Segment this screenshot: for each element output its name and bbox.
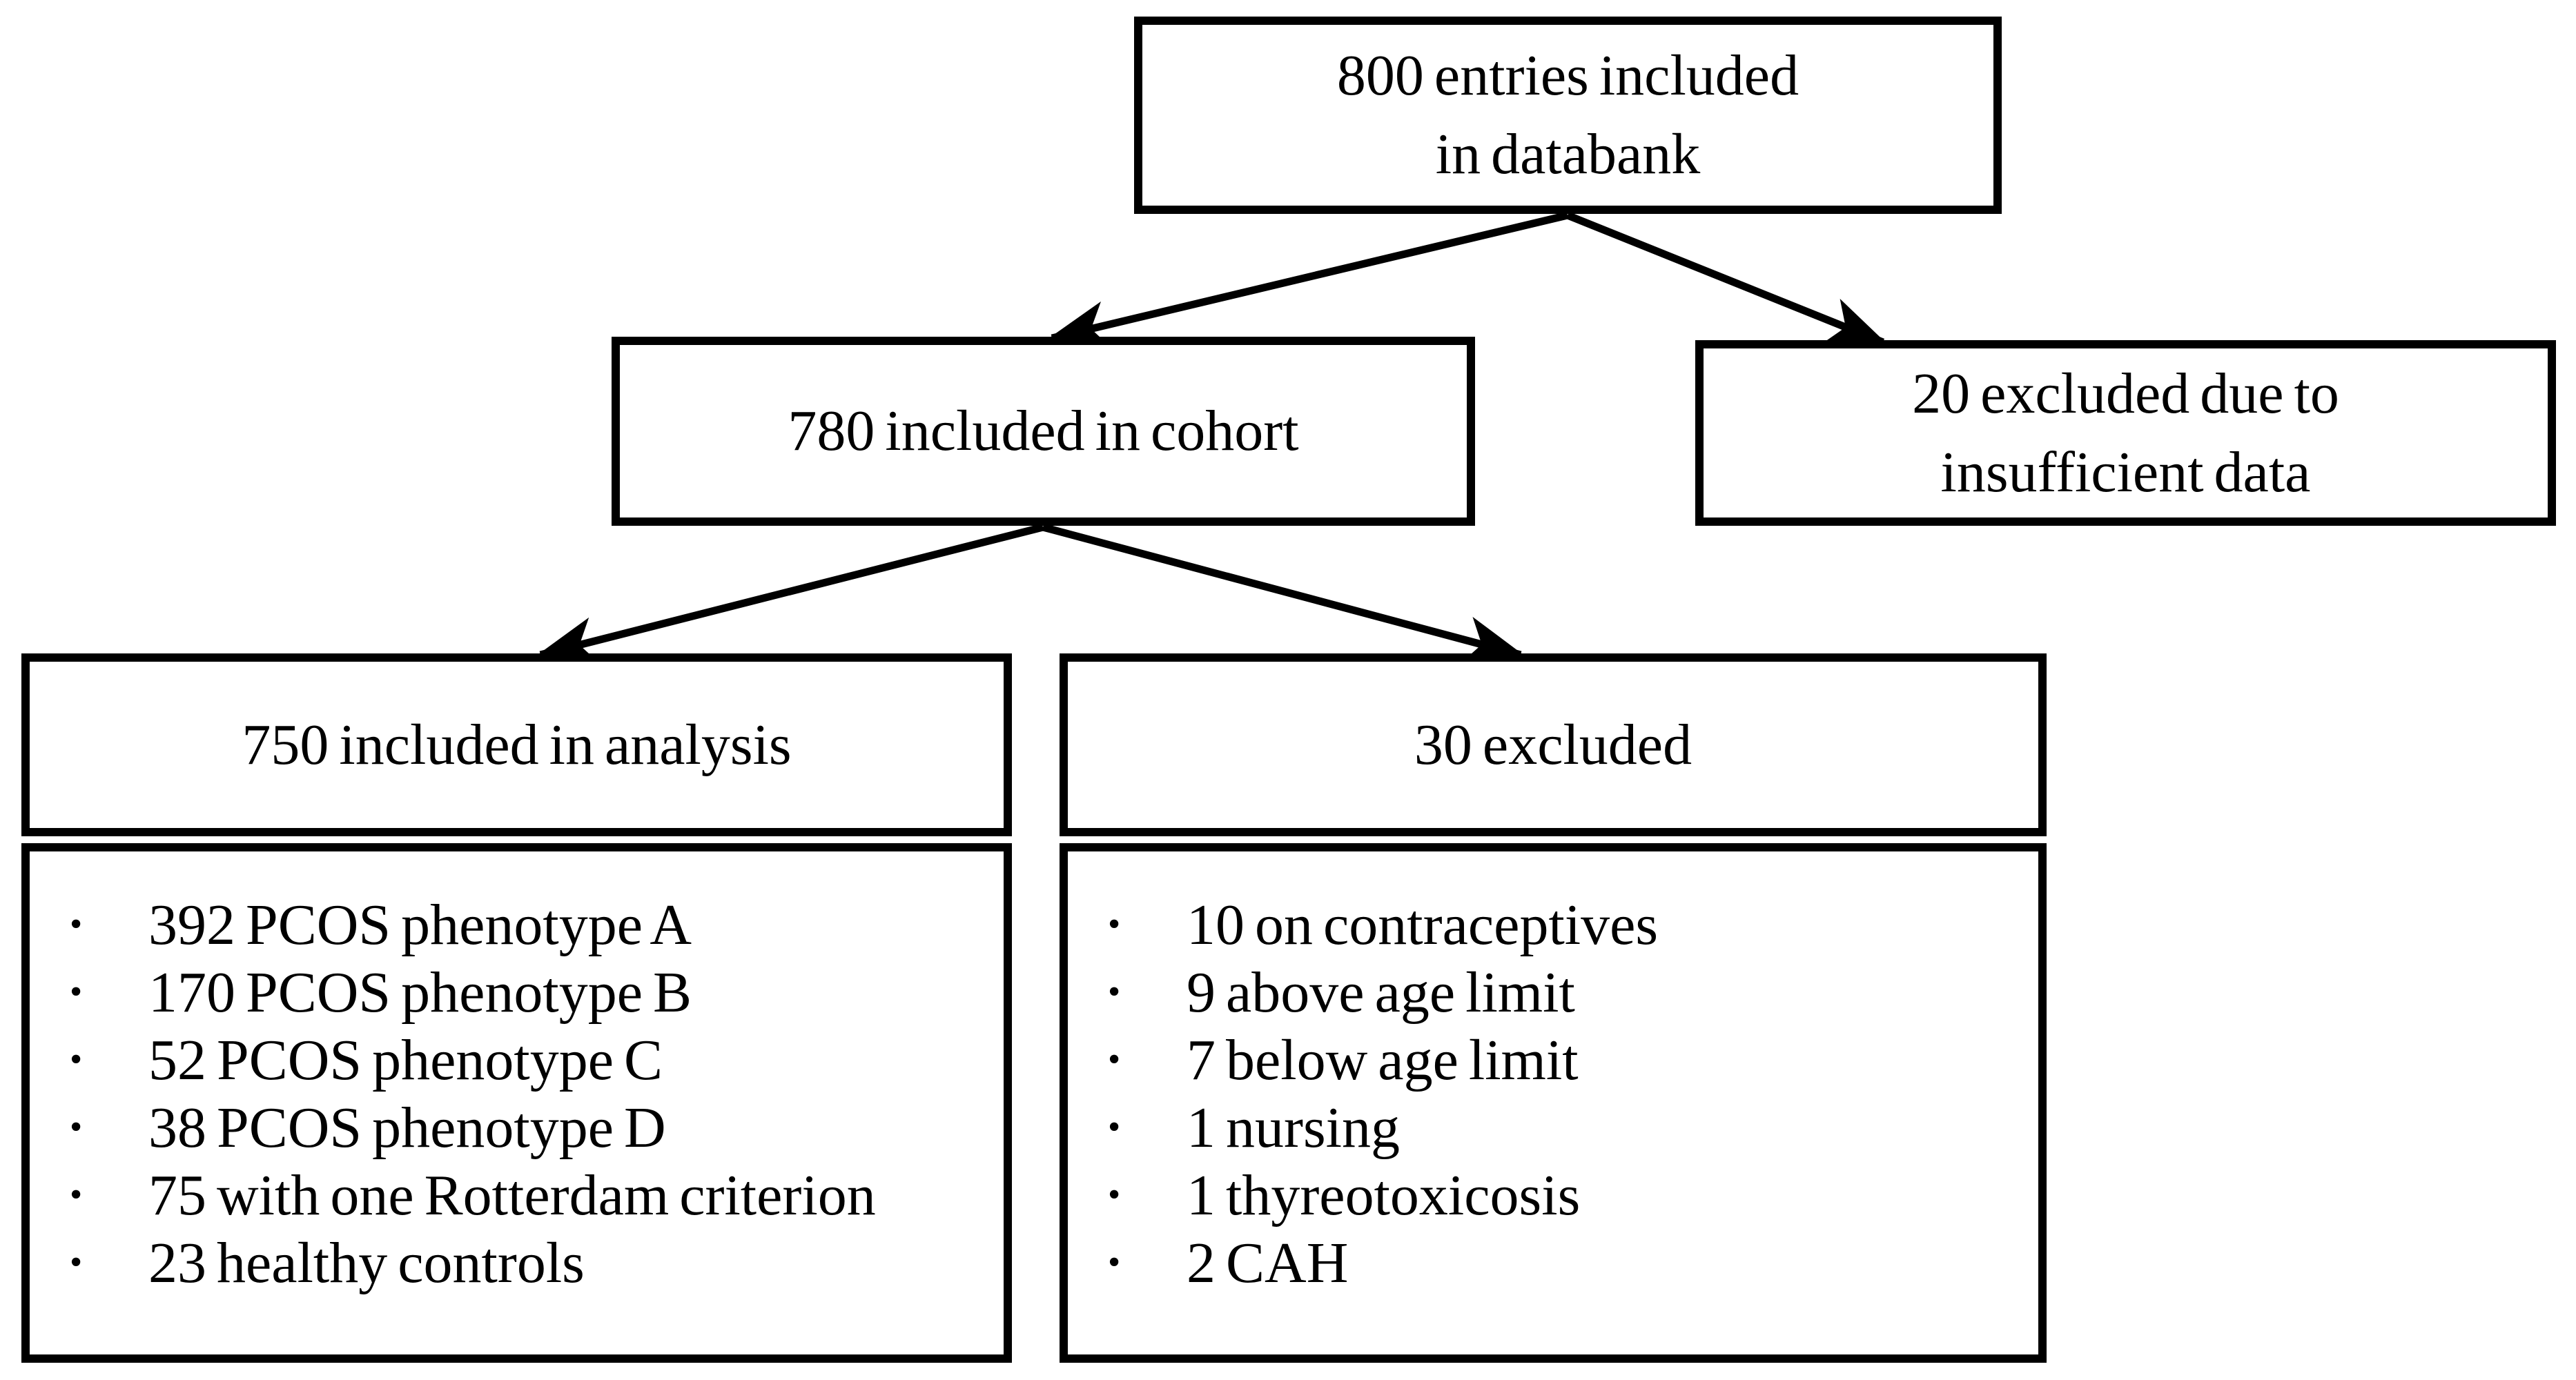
bullet-icon: • [1108,1039,1121,1079]
node-databank-line2: in databank [1435,122,1701,186]
list-item: • 392 PCOS phenotype A [30,891,990,959]
node-excluded30-title: 30 excluded [1060,653,2047,836]
list-item-text: 2 CAH [1187,1231,1349,1295]
node-databank-line1: 800 entries included [1336,43,1799,108]
list-item: • 75 with one Rotterdam criterion [30,1162,990,1230]
node-excluded20-line2: insufficient data [1940,440,2311,504]
node-cohort-label: 780 included in cohort [788,399,1299,463]
bullet-icon: • [70,1242,83,1282]
bullet-icon: • [70,904,83,944]
bullet-icon: • [1108,1174,1121,1214]
node-analysis-details: • 392 PCOS phenotype A • 170 PCOS phenot… [21,843,1012,1363]
list-item-text: 9 above age limit [1187,960,1575,1025]
list-item-text: 52 PCOS phenotype C [148,1028,663,1092]
analysis-bullet-list: • 392 PCOS phenotype A • 170 PCOS phenot… [30,851,1004,1297]
bullet-icon: • [1108,972,1121,1012]
bullet-icon: • [70,1107,83,1147]
bullet-icon: • [70,1174,83,1214]
bullet-icon: • [1108,1242,1121,1282]
list-item-text: 38 PCOS phenotype D [148,1096,666,1160]
list-item-text: 392 PCOS phenotype A [148,893,692,957]
list-item-text: 10 on contraceptives [1187,893,1659,957]
list-item-text: 1 nursing [1187,1096,1400,1160]
list-item-text: 170 PCOS phenotype B [148,960,692,1025]
node-databank: 800 entries included in databank [1134,17,2002,214]
bullet-icon: • [1108,1107,1121,1147]
node-analysis-title-label: 750 included in analysis [242,712,792,777]
list-item: • 1 thyreotoxicosis [1068,1162,2024,1230]
list-item: • 170 PCOS phenotype B [30,959,990,1027]
list-item: • 2 CAH [1068,1230,2024,1297]
list-item: • 7 below age limit [1068,1027,2024,1094]
excluded30-bullet-list: • 10 on contraceptives • 9 above age lim… [1068,851,2038,1297]
list-item-text: 1 thyreotoxicosis [1187,1163,1581,1228]
node-analysis-title: 750 included in analysis [21,653,1012,836]
bullet-icon: • [70,972,83,1012]
node-excluded20-line1: 20 excluded due to [1912,361,2339,426]
node-excluded30-title-label: 30 excluded [1414,712,1692,777]
list-item: • 1 nursing [1068,1094,2024,1162]
arrow-databank-to-cohort [1047,211,1569,349]
bullet-icon: • [1108,904,1121,944]
list-item-text: 75 with one Rotterdam criterion [148,1163,876,1228]
list-item: • 52 PCOS phenotype C [30,1027,990,1094]
node-excluded30-details: • 10 on contraceptives • 9 above age lim… [1060,843,2047,1363]
arrow-databank-to-excluded20 [1565,211,1888,346]
node-cohort: 780 included in cohort [612,337,1475,526]
list-item: • 9 above age limit [1068,959,2024,1027]
list-item: • 23 healthy controls [30,1230,990,1297]
list-item-text: 23 healthy controls [148,1231,585,1295]
list-item-text: 7 below age limit [1187,1028,1579,1092]
bullet-icon: • [70,1039,83,1079]
arrow-cohort-to-excluded30 [1042,523,1525,664]
list-item: • 38 PCOS phenotype D [30,1094,990,1162]
list-item: • 10 on contraceptives [1068,891,2024,959]
arrow-cohort-to-analysis [536,523,1044,665]
node-excluded-insufficient-data: 20 excluded due to insufficient data [1695,340,2556,526]
